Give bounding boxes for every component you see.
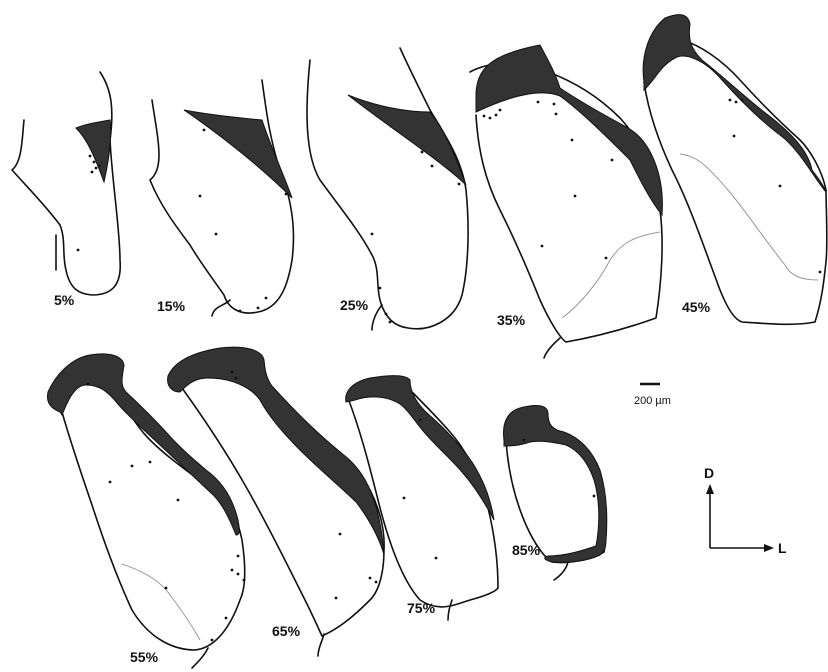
section-15: 15% bbox=[150, 80, 294, 316]
orientation-axes: D L bbox=[704, 465, 787, 556]
section-85-tail bbox=[554, 562, 568, 580]
section-55-outline bbox=[62, 375, 245, 650]
section-25-cells bbox=[371, 151, 461, 324]
section-85-label: 85% bbox=[512, 542, 541, 558]
section-65-tail bbox=[318, 634, 324, 656]
section-75-label: 75% bbox=[407, 600, 436, 616]
section-25-outline bbox=[307, 48, 468, 329]
section-15-tail bbox=[212, 300, 230, 316]
section-55: 55% bbox=[48, 354, 246, 668]
section-35-shading bbox=[476, 45, 662, 215]
section-15-outline bbox=[150, 80, 294, 313]
section-55-cells bbox=[87, 383, 246, 642]
section-45-outline bbox=[644, 40, 827, 324]
dorsal-arrow-head bbox=[706, 484, 714, 494]
section-5: 5% bbox=[12, 72, 120, 308]
section-25-label: 25% bbox=[340, 297, 369, 313]
scale-bar: 200 µm bbox=[634, 384, 671, 407]
section-5-label: 5% bbox=[54, 292, 75, 308]
section-35-laminar-boundary bbox=[562, 232, 660, 318]
section-55-tail bbox=[192, 648, 208, 668]
section-25-tail bbox=[372, 305, 382, 330]
section-65-label: 65% bbox=[272, 623, 301, 639]
section-55-laminar-boundary bbox=[122, 564, 200, 640]
section-55-shading bbox=[48, 354, 240, 535]
section-85-shading bbox=[504, 406, 607, 563]
scale-bar-label: 200 µm bbox=[634, 395, 671, 407]
section-5-cells bbox=[77, 155, 101, 252]
section-35: 35% bbox=[470, 45, 662, 358]
section-15-label: 15% bbox=[157, 298, 186, 314]
section-55-label: 55% bbox=[130, 649, 159, 665]
section-65-shading bbox=[168, 347, 384, 555]
section-5-shading bbox=[76, 120, 111, 182]
section-35-outline bbox=[470, 64, 662, 342]
section-75-tail bbox=[448, 600, 452, 620]
lateral-arrow-head bbox=[764, 544, 774, 552]
section-35-tail bbox=[544, 338, 560, 358]
section-25: 25% bbox=[307, 48, 468, 330]
section-45-label: 45% bbox=[682, 299, 711, 315]
section-85: 85% bbox=[504, 406, 607, 580]
dorsal-label: D bbox=[704, 465, 714, 481]
section-45-laminar-boundary bbox=[680, 154, 818, 280]
lateral-label: L bbox=[778, 540, 787, 556]
section-35-label: 35% bbox=[497, 312, 526, 328]
section-45: 45% bbox=[643, 15, 827, 325]
